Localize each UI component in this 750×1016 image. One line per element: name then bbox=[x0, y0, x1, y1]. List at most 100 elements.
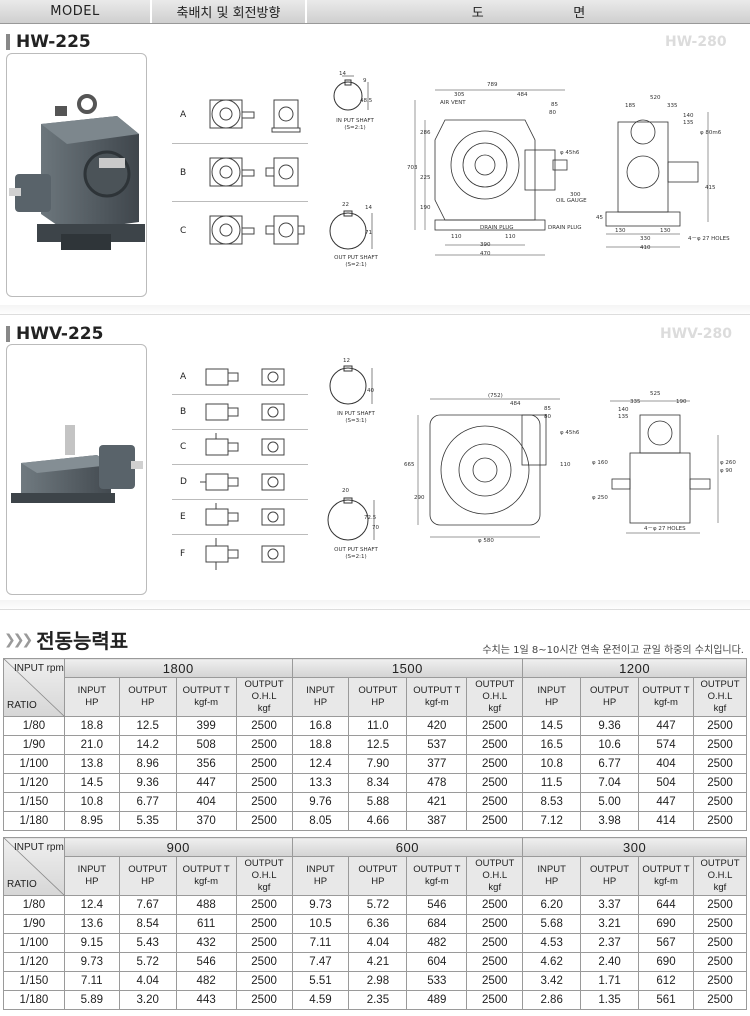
dim-v190: 190 bbox=[676, 399, 687, 405]
dim-s20: 20 bbox=[342, 488, 349, 494]
value-cell: 4.66 bbox=[348, 811, 408, 831]
value-cell: 489 bbox=[406, 990, 468, 1010]
value-cell: 10.5 bbox=[291, 914, 350, 934]
input-rpm-header: 300 bbox=[522, 837, 747, 857]
value-cell: 2500 bbox=[235, 971, 293, 991]
value-cell: 2.35 bbox=[348, 990, 408, 1010]
dim-t85: 85 bbox=[544, 406, 551, 412]
input-rpm-header: 1200 bbox=[522, 658, 747, 678]
value-cell: 414 bbox=[638, 811, 694, 831]
value-cell: 9.76 bbox=[291, 792, 350, 812]
ratio-cell: 1/120 bbox=[3, 952, 65, 972]
dim-v140: 140 bbox=[618, 407, 629, 413]
value-cell: 2500 bbox=[692, 773, 748, 793]
value-cell: 504 bbox=[638, 773, 694, 793]
value-cell: 2500 bbox=[466, 811, 524, 831]
dim-484: 484 bbox=[517, 92, 528, 98]
arrangement-label: C bbox=[180, 442, 187, 452]
arrangement-row-a: A bbox=[172, 360, 308, 395]
input-rpm-header: 1500 bbox=[291, 658, 524, 678]
value-cell: 370 bbox=[175, 811, 237, 831]
subheader-line-1: OUTPUT bbox=[128, 864, 168, 875]
section-title-text: 전동능력표 bbox=[36, 629, 129, 653]
value-cell: 12.5 bbox=[118, 716, 177, 736]
value-cell: 2500 bbox=[692, 735, 748, 755]
dim-v335: 335 bbox=[630, 399, 641, 405]
value-cell: 2500 bbox=[692, 754, 748, 774]
subheader-line-1: OUTPUT T bbox=[413, 864, 461, 875]
subheader-line-2: kgf-m bbox=[654, 876, 678, 887]
subheader-line-1: OUTPUT O.H.L bbox=[475, 679, 515, 702]
value-cell: 604 bbox=[406, 952, 468, 972]
dim-phi250: φ 250 bbox=[592, 495, 608, 501]
subheader-line-2: kgf-m bbox=[654, 697, 678, 708]
dim-135: 135 bbox=[683, 120, 694, 126]
value-cell: 2500 bbox=[466, 933, 524, 953]
value-cell: 2.40 bbox=[580, 952, 640, 972]
dim-390: 390 bbox=[480, 242, 491, 248]
subheader-line-1: OUTPUT O.H.L bbox=[700, 858, 740, 881]
value-cell: 2500 bbox=[235, 754, 293, 774]
value-cell: 2.37 bbox=[580, 933, 640, 953]
value-cell: 5.00 bbox=[580, 792, 640, 812]
value-cell: 5.72 bbox=[348, 895, 408, 915]
value-cell: 684 bbox=[406, 914, 468, 934]
model-title-text: HWV-225 bbox=[16, 324, 104, 344]
title-bar-mark bbox=[6, 34, 10, 50]
dim-t80: 80 bbox=[544, 414, 551, 420]
dim-130b: 130 bbox=[660, 228, 671, 234]
arrangement-row-d: D bbox=[172, 465, 308, 500]
dim-110a: 110 bbox=[451, 234, 462, 240]
corner-input-rpm: INPUT rpm bbox=[14, 842, 64, 853]
subheader-line-1: OUTPUT bbox=[128, 685, 168, 696]
arrangement-label: A bbox=[180, 110, 187, 120]
dim-80: 80 bbox=[549, 110, 556, 116]
value-cell: 11.5 bbox=[522, 773, 582, 793]
subheader-line-2: HP bbox=[85, 876, 99, 887]
subheader-line-1: OUTPUT bbox=[358, 864, 398, 875]
arrangement-label: B bbox=[180, 407, 187, 417]
value-cell: 16.8 bbox=[291, 716, 350, 736]
value-cell: 9.73 bbox=[291, 895, 350, 915]
corner-ratio: RATIO bbox=[7, 879, 37, 890]
ratio-cell: 1/150 bbox=[3, 971, 65, 991]
subheader-line-1: INPUT bbox=[306, 685, 335, 696]
value-cell: 14.5 bbox=[63, 773, 120, 793]
dim-335: 335 bbox=[667, 103, 678, 109]
value-cell: 404 bbox=[638, 754, 694, 774]
value-cell: 2500 bbox=[692, 952, 748, 972]
subheader-line-1: OUTPUT bbox=[358, 685, 398, 696]
value-cell: 2500 bbox=[235, 773, 293, 793]
label-oil-gauge: OIL GAUGE bbox=[556, 198, 587, 204]
arrangement-row-f: F bbox=[172, 535, 308, 575]
value-cell: 377 bbox=[406, 754, 468, 774]
input-rpm-header: 900 bbox=[63, 837, 293, 857]
subheader-line-1: OUTPUT bbox=[590, 685, 630, 696]
input-shaft-ratio: (S=3:1) bbox=[345, 418, 367, 424]
value-cell: 18.8 bbox=[63, 716, 120, 736]
subheader-line-2: HP bbox=[85, 697, 99, 708]
dim-225: 225 bbox=[420, 175, 431, 181]
subheader-line-1: OUTPUT T bbox=[413, 685, 461, 696]
corner-diagonal bbox=[4, 838, 65, 896]
subheader-line-2: HP bbox=[313, 697, 328, 708]
arrangement-diagram-e bbox=[205, 503, 285, 526]
value-cell: 2500 bbox=[692, 971, 748, 991]
subheader-line-2: kgf bbox=[713, 703, 727, 714]
header-drawing: 도 면 bbox=[307, 0, 750, 23]
ratio-cell: 1/100 bbox=[3, 933, 65, 953]
output-shaft-caption-hwv225: OUT PUT SHAFT (S=2:1) bbox=[328, 547, 384, 561]
value-cell: 9.15 bbox=[63, 933, 120, 953]
subheader-line-2: HP bbox=[545, 697, 559, 708]
